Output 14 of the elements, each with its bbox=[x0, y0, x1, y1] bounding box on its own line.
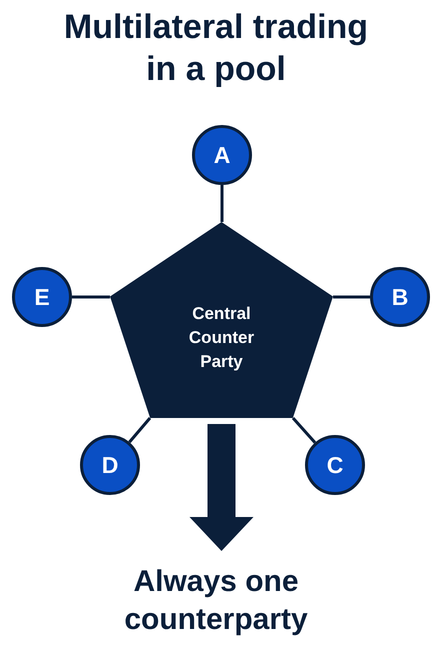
party-circle: C bbox=[305, 435, 365, 495]
connector-line bbox=[220, 185, 224, 222]
party-circle: A bbox=[192, 125, 252, 185]
party-circle: B bbox=[370, 267, 430, 327]
block-arrow bbox=[190, 424, 254, 551]
result-text: Always one counterparty bbox=[60, 563, 372, 639]
party-circle: D bbox=[80, 435, 140, 495]
title: Multilateral trading in a pool bbox=[62, 7, 370, 90]
node-label: Central Counter Party bbox=[188, 303, 256, 373]
connector-line bbox=[333, 296, 370, 298]
connector-line bbox=[128, 417, 152, 444]
connector-line bbox=[292, 417, 316, 444]
party-circle: E bbox=[12, 267, 72, 327]
connector-line bbox=[72, 296, 110, 298]
